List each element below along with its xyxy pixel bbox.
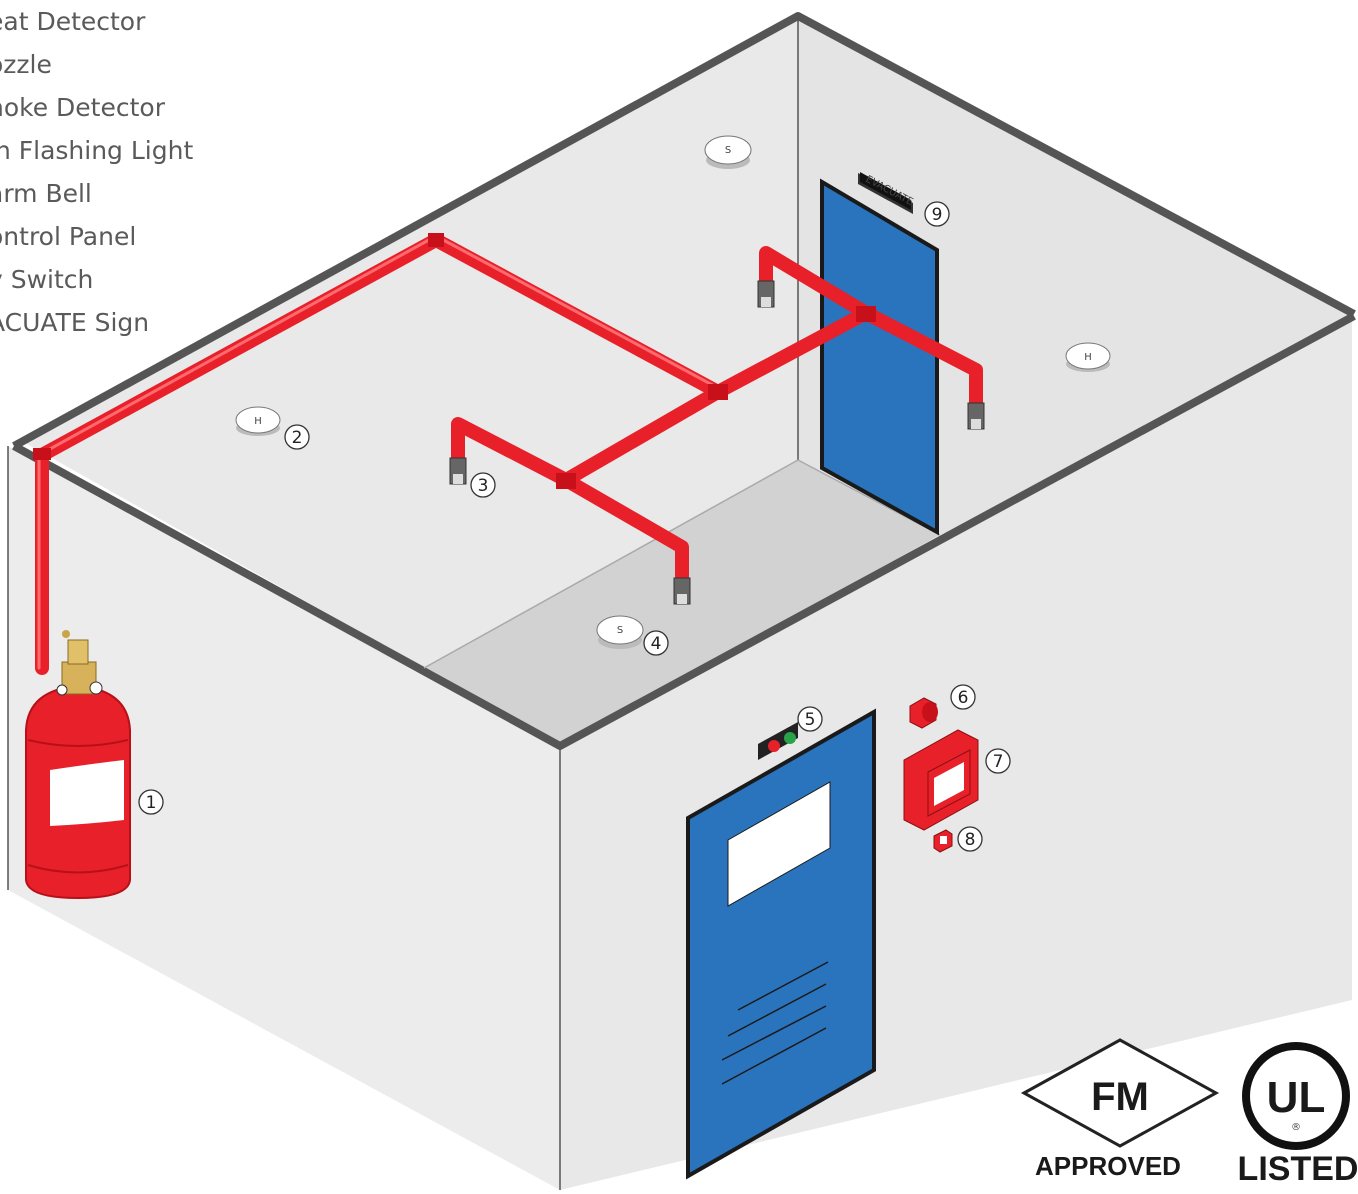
callout-8 bbox=[957, 826, 983, 852]
legend-item: arm Bell bbox=[0, 172, 193, 215]
callout-2-label: 2 bbox=[292, 428, 303, 448]
callout-8-label: 8 bbox=[965, 830, 976, 850]
fm-logo-text: FM bbox=[1091, 1075, 1149, 1119]
legend-item: in Flashing Light bbox=[0, 129, 193, 172]
legend-item: ACUATE Sign bbox=[0, 301, 193, 344]
callout-5-label: 5 bbox=[805, 710, 816, 730]
legend-item: noke Detector bbox=[0, 86, 193, 129]
callout-1-label: 1 bbox=[146, 793, 157, 813]
fm-approved-text: APPROVED bbox=[1035, 1151, 1181, 1181]
legend-item-label: ontrol Panel bbox=[0, 222, 137, 251]
callouts bbox=[138, 201, 1011, 852]
front-left-wall bbox=[8, 446, 560, 1190]
callout-7-label: 7 bbox=[993, 752, 1004, 772]
legend-item-label: eat Detector bbox=[0, 7, 146, 36]
smoke-detector: S bbox=[704, 135, 752, 169]
nozzle bbox=[757, 280, 775, 308]
legend-item: ontrol Panel bbox=[0, 215, 193, 258]
component-legend: eat Detector ozzle noke Detector in Flas… bbox=[0, 0, 193, 344]
heat-detector-letter: H bbox=[1084, 352, 1092, 363]
legend-item: ozzle bbox=[0, 43, 193, 86]
smoke-detector-letter: S bbox=[725, 145, 731, 156]
legend-item-label: y Switch bbox=[0, 265, 94, 294]
callout-1 bbox=[138, 789, 164, 815]
legend-item-label: ACUATE Sign bbox=[0, 308, 150, 337]
twin-flashing-light bbox=[758, 722, 798, 760]
fm-approved-logo: FM APPROVED bbox=[1020, 1038, 1220, 1181]
legend-item-label: arm Bell bbox=[0, 179, 92, 208]
heat-detector-letter: H bbox=[254, 416, 262, 427]
nozzle bbox=[673, 577, 691, 605]
callout-2 bbox=[284, 424, 310, 450]
front-door-window bbox=[727, 781, 831, 907]
legend-item-label: in Flashing Light bbox=[0, 136, 194, 165]
wall-top-edge-back bbox=[12, 12, 1356, 450]
callout-9-label: 9 bbox=[932, 205, 943, 225]
agent-cylinder bbox=[25, 630, 131, 900]
callout-4 bbox=[643, 630, 669, 656]
floor-edge bbox=[423, 459, 799, 669]
legend-item-label: ozzle bbox=[0, 50, 52, 79]
back-door bbox=[820, 178, 939, 536]
pipe-couplings bbox=[33, 233, 876, 489]
callout-3 bbox=[470, 472, 496, 498]
callout-6-label: 6 bbox=[958, 688, 969, 708]
pipe-network bbox=[35, 233, 983, 675]
legend-item-label: noke Detector bbox=[0, 93, 165, 122]
ul-listed-logo: UL ® LISTED bbox=[1238, 1042, 1358, 1188]
nozzle bbox=[449, 457, 467, 485]
front-door-vent bbox=[721, 961, 829, 1085]
legend-item: y Switch bbox=[0, 258, 193, 301]
nozzle bbox=[967, 402, 985, 430]
emergency-switch bbox=[933, 829, 953, 853]
callout-9 bbox=[924, 201, 950, 227]
control-panel bbox=[903, 729, 979, 831]
alarm-bell bbox=[909, 697, 938, 729]
callout-3-label: 3 bbox=[478, 476, 489, 496]
callout-7 bbox=[985, 748, 1011, 774]
callout-5 bbox=[797, 706, 823, 732]
smoke-detector: S bbox=[596, 615, 644, 649]
smoke-detector-letter: S bbox=[617, 625, 623, 636]
heat-detector: H bbox=[1065, 342, 1111, 372]
pipe-highlights bbox=[37, 234, 720, 670]
legend-item: eat Detector bbox=[0, 0, 193, 43]
callout-4-label: 4 bbox=[651, 634, 662, 654]
ul-registered-mark: ® bbox=[1291, 1122, 1301, 1133]
callout-6 bbox=[950, 684, 976, 710]
ul-listed-text: LISTED bbox=[1238, 1150, 1358, 1188]
heat-detector: H bbox=[235, 406, 281, 436]
ul-logo-text: UL bbox=[1267, 1073, 1326, 1122]
